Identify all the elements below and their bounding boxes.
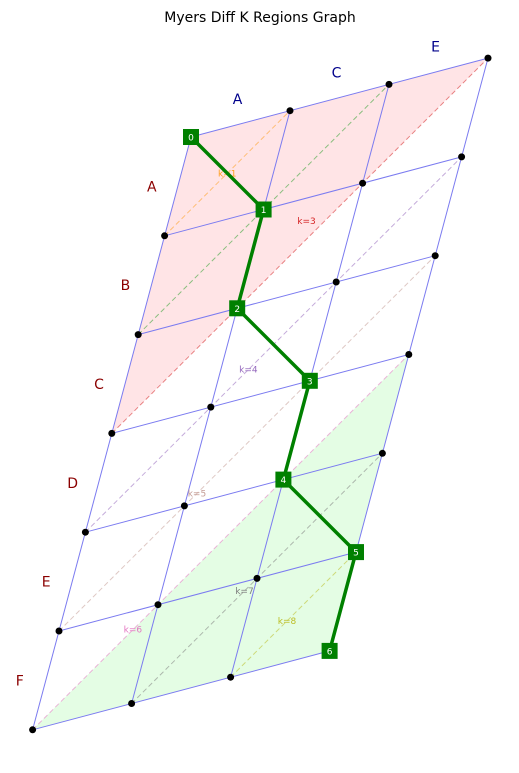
path-step-5: 5 — [348, 544, 364, 561]
diagonal-k8 — [230, 551, 357, 678]
grid-node — [332, 278, 340, 286]
left-label: D — [67, 476, 78, 492]
grid-node — [161, 232, 169, 240]
grid-node — [286, 107, 294, 115]
k-label-5: k=5 — [188, 489, 206, 499]
svg-text:3: 3 — [307, 377, 313, 387]
grid-node — [154, 601, 162, 609]
top-label: A — [233, 92, 243, 108]
left-label: A — [147, 179, 157, 195]
path-step-0: 0 — [183, 129, 199, 145]
svg-text:1: 1 — [261, 206, 267, 216]
path-step-2: 2 — [229, 300, 246, 317]
grid-node — [458, 153, 466, 161]
grid-node — [359, 179, 367, 187]
grid-node — [385, 80, 393, 88]
grid-node — [484, 54, 492, 62]
left-label: B — [121, 278, 131, 294]
grid-node — [55, 627, 63, 635]
k-label-3: k=3 — [297, 217, 315, 227]
top-label: C — [332, 66, 342, 82]
svg-text:6: 6 — [327, 647, 333, 657]
grid-node — [253, 574, 261, 582]
left-label: E — [42, 575, 51, 591]
grid-node — [227, 673, 235, 681]
path-steps: 0 1 2 3 4 5 6 — [183, 129, 364, 659]
grid-node — [81, 528, 89, 536]
grid-node — [431, 252, 439, 260]
graph-title: Myers Diff K Regions Graph — [164, 10, 356, 26]
grid-row-line — [138, 255, 436, 336]
grid-node — [128, 700, 136, 707]
k-label-7: k=7 — [235, 587, 253, 597]
grid-row-line — [85, 452, 383, 533]
svg-text:2: 2 — [234, 305, 240, 315]
grid-node — [108, 429, 116, 437]
diagonal-k5 — [58, 255, 436, 632]
k-label-4: k=4 — [239, 366, 258, 376]
k-label-6: k=6 — [124, 626, 143, 636]
grid-node — [405, 351, 413, 358]
top-label: E — [431, 39, 440, 55]
path-step-4: 4 — [275, 471, 292, 488]
left-axis-labels: A B C D E F — [16, 179, 157, 689]
svg-text:0: 0 — [188, 134, 194, 144]
grid-node — [378, 449, 386, 457]
svg-text:4: 4 — [281, 476, 287, 486]
grid-row-line — [58, 551, 357, 632]
path-step-1: 1 — [255, 201, 272, 218]
diagonal-k3 — [111, 57, 489, 434]
grid-row-line — [190, 57, 489, 138]
left-label: C — [94, 377, 104, 393]
path-step-6: 6 — [321, 642, 338, 659]
grid-node — [207, 403, 215, 411]
grid-row-line — [32, 650, 330, 731]
grid-node — [134, 331, 142, 339]
grid-row-line — [111, 354, 409, 434]
svg-text:5: 5 — [353, 549, 359, 559]
path-step-3: 3 — [301, 372, 318, 389]
grid-node — [180, 502, 188, 510]
grid-row-line — [164, 156, 462, 237]
grid-node — [29, 726, 37, 734]
diagonal-k6 — [32, 354, 410, 731]
k-label-8: k=8 — [278, 617, 297, 627]
top-axis-labels: A C E — [233, 39, 440, 108]
left-label: F — [16, 673, 24, 689]
